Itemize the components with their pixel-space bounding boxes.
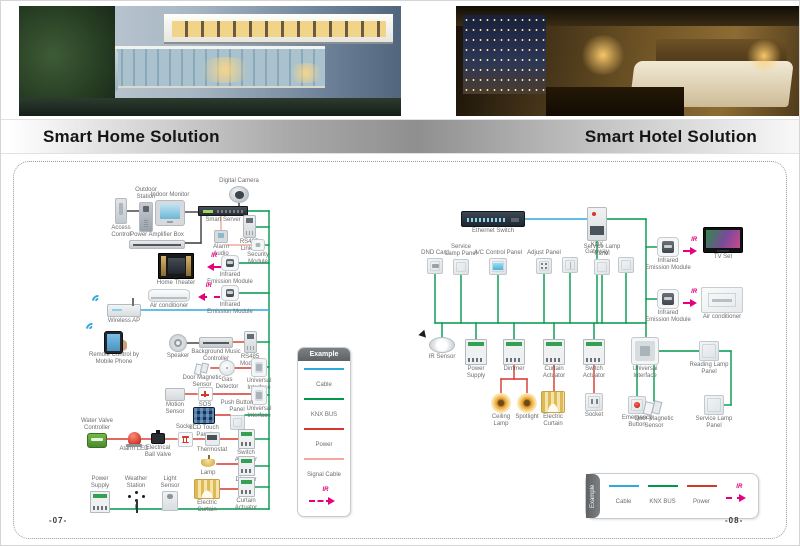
hotel-furniture [545, 87, 684, 116]
legend-label: Power [315, 442, 333, 448]
legend-item-cable: Cable [304, 368, 344, 391]
hotel-photo [456, 6, 799, 116]
ir-label: IR [736, 484, 743, 490]
hotel-legend-title: Example [586, 474, 600, 518]
legend-label: Power [692, 498, 710, 505]
cable-line-sample [608, 484, 639, 487]
home-photo [19, 6, 401, 116]
hotel-legend: Example Cable KNX BUS Power IR [585, 473, 759, 519]
legend-label: KNX BUS [649, 498, 676, 505]
legend-label: Cable [316, 382, 332, 388]
house-trees [19, 6, 115, 116]
house-lit-windows [171, 21, 386, 37]
title-band: Smart Home Solution Smart Hotel Solution [1, 119, 799, 154]
legend-item-power: Power [304, 428, 344, 451]
house-light-glow [194, 56, 255, 83]
legend-label: Cable [615, 498, 632, 505]
bus-line-sample [647, 484, 678, 487]
house-light-glow [286, 63, 327, 84]
bus-line-sample [304, 398, 344, 400]
left-page-number: -07- [49, 516, 68, 525]
hotel-city-window [462, 14, 546, 94]
right-page-number: -08- [725, 516, 744, 525]
ir-line [725, 497, 743, 499]
home-legend: Example Cable KNX BUS Power Signal Cable… [297, 347, 351, 517]
legend-item-signal-cable: Signal Cable [304, 458, 344, 481]
ir-line [309, 500, 332, 502]
legend-item-power: Power [686, 484, 717, 508]
house-ground [19, 98, 401, 116]
hotel-lamp-glow [745, 39, 782, 73]
legend-label: Signal Cable [306, 472, 342, 478]
legend-item-knx-bus: KNX BUS [304, 398, 344, 421]
left-page-title: Smart Home Solution [43, 127, 220, 146]
ir-arrow-sample: IR [309, 487, 339, 505]
power-line-sample [304, 428, 344, 430]
legend-label: KNX BUS [310, 412, 338, 418]
signal-line-sample [304, 458, 344, 460]
ir-arrow-sample: IR [725, 484, 750, 502]
legend-item-knx-bus: KNX BUS [647, 484, 678, 508]
legend-item-ir: IR [725, 484, 750, 505]
ir-label: IR [322, 487, 329, 493]
legend-item-cable: Cable [608, 484, 639, 508]
hotel-legend-items: Cable KNX BUS Power IR [600, 474, 758, 518]
power-line-sample [686, 484, 717, 487]
home-legend-title: Example [298, 348, 350, 361]
right-page-title: Smart Hotel Solution [584, 127, 757, 146]
cable-line-sample [304, 368, 344, 370]
hotel-lamp-glow [580, 34, 627, 75]
